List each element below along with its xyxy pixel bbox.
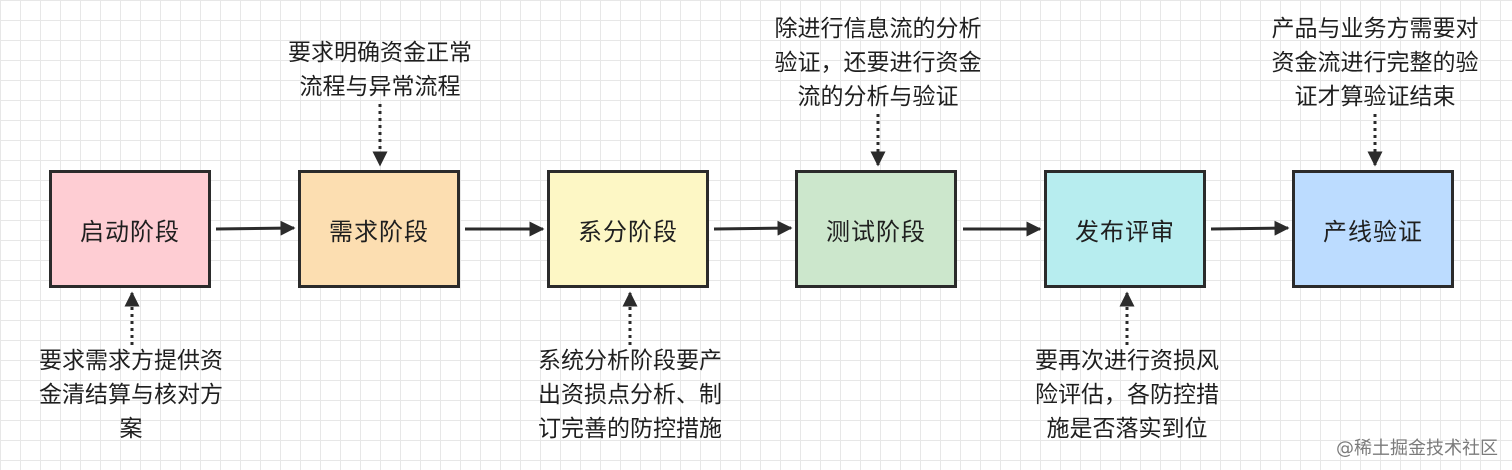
stage-label-startup: 启动阶段 xyxy=(80,217,180,246)
note-stage3-line: 出资损点分析、制 xyxy=(538,382,722,408)
note-stage3-line: 系统分析阶段要产 xyxy=(538,348,722,374)
note-stage2-line: 要求明确资金正常 xyxy=(288,40,472,66)
stage-label-system-analysis: 系分阶段 xyxy=(578,217,678,246)
note-stage4-line: 流的分析与验证 xyxy=(797,84,959,110)
flow-arrow-1-2 xyxy=(215,220,296,236)
stage-label-testing: 测试阶段 xyxy=(826,217,926,246)
note-stage2: 要求明确资金正常 流程与异常流程 xyxy=(280,36,480,104)
note-stage1: 要求需求方提供资 金清结算与核对方 案 xyxy=(26,344,236,446)
note-stage5: 要再次进行资损风 险评估，各防控措 施是否落实到位 xyxy=(1022,344,1232,446)
note-stage5-line: 施是否落实到位 xyxy=(1046,416,1208,442)
stage-box-requirements: 需求阶段 xyxy=(298,170,460,288)
stage-box-release-review: 发布评审 xyxy=(1044,170,1206,288)
note-stage1-line: 案 xyxy=(119,416,143,442)
note-stage3: 系统分析阶段要产 出资损点分析、制 订完善的防控措施 xyxy=(525,344,735,446)
note-stage6-line: 产品与业务方需要对 xyxy=(1271,16,1479,42)
stage-box-production-verification: 产线验证 xyxy=(1292,170,1454,288)
stage-box-testing: 测试阶段 xyxy=(795,170,957,288)
stage-label-production-verification: 产线验证 xyxy=(1323,217,1423,246)
stage-box-system-analysis: 系分阶段 xyxy=(547,170,709,288)
note-stage2-line: 流程与异常流程 xyxy=(299,74,461,100)
note-stage6: 产品与业务方需要对 资金流进行完整的验 证才算验证结束 xyxy=(1260,12,1490,114)
note-stage4-line: 验证，还要进行资金 xyxy=(774,50,982,76)
note-stage5-line: 险评估，各防控措 xyxy=(1035,382,1219,408)
note-stage1-line: 金清结算与核对方 xyxy=(39,382,223,408)
note-stage1-line: 要求需求方提供资 xyxy=(39,348,223,374)
flow-arrow-3-4 xyxy=(713,220,793,236)
note-stage3-line: 订完善的防控措施 xyxy=(538,416,722,442)
stage-box-startup: 启动阶段 xyxy=(49,170,211,288)
note-stage4: 除进行信息流的分析 验证，还要进行资金 流的分析与验证 xyxy=(763,12,993,114)
note-stage6-line: 资金流进行完整的验 xyxy=(1271,50,1479,76)
watermark: @稀土掘金技术社区 xyxy=(1336,438,1498,459)
note-stage5-line: 要再次进行资损风 xyxy=(1035,348,1219,374)
flow-arrow-5-6 xyxy=(1210,220,1290,236)
stage-label-requirements: 需求阶段 xyxy=(329,217,429,246)
note-stage6-line: 证才算验证结束 xyxy=(1294,84,1456,110)
stage-label-release-review: 发布评审 xyxy=(1075,217,1175,246)
note-stage4-line: 除进行信息流的分析 xyxy=(774,16,982,42)
